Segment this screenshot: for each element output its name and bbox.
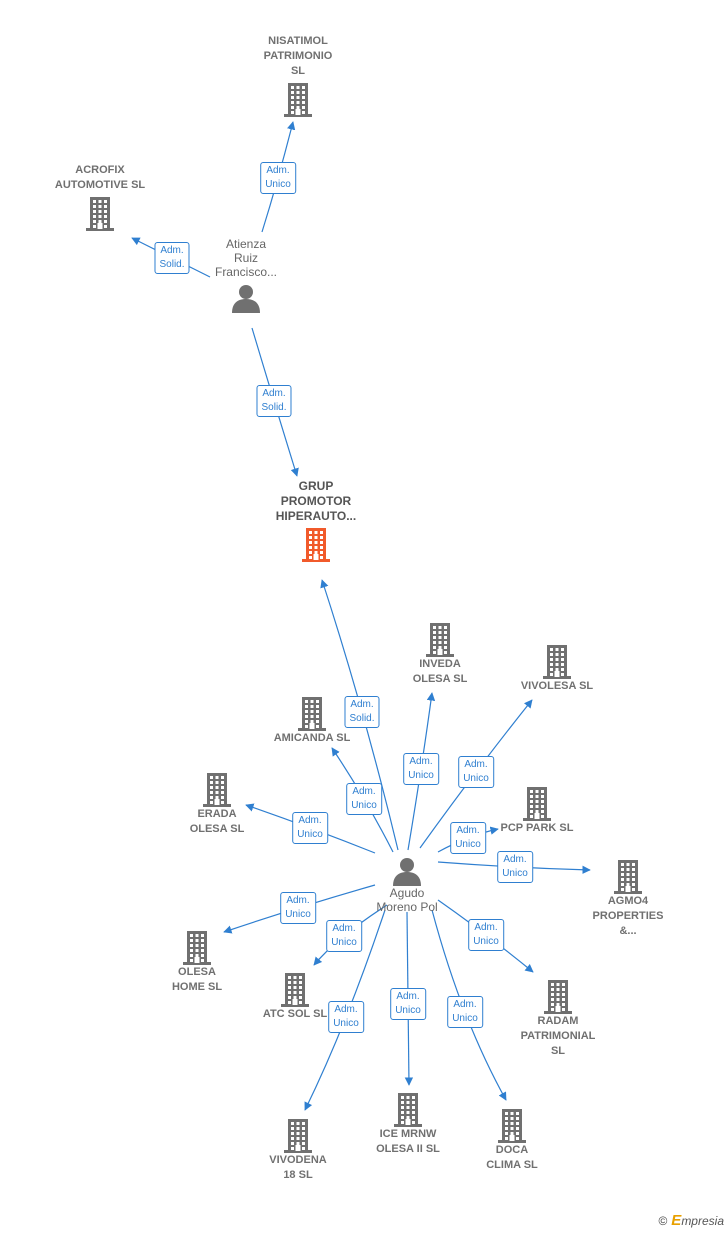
- edge-label-atienza-grup[interactable]: Adm. Solid.: [256, 385, 292, 417]
- building-icon: [498, 1109, 526, 1143]
- building-icon: [203, 773, 231, 807]
- node-label: ACROFIX AUTOMOTIVE SL: [54, 164, 146, 191]
- node-agmo4[interactable]: AGMO4 PROPERTIES &...: [563, 856, 693, 939]
- edge-label-agudo-erada[interactable]: Adm. Unico: [292, 812, 328, 844]
- node-atienza[interactable]: Atienza Ruiz Francisco...: [181, 237, 311, 313]
- node-label: VIVOLESA SL: [520, 680, 594, 692]
- empresia-logo[interactable]: Empresia: [671, 1212, 724, 1229]
- building-icon: [543, 645, 571, 679]
- building-icon: [281, 973, 309, 1007]
- building-icon: [394, 1093, 422, 1127]
- node-label: AGMO4 PROPERTIES &...: [592, 895, 664, 937]
- person-icon: [393, 858, 421, 886]
- edge-label-agudo-olesahome[interactable]: Adm. Unico: [280, 892, 316, 924]
- edge-label-agudo-radam[interactable]: Adm. Unico: [468, 919, 504, 951]
- building-icon: [298, 697, 326, 731]
- node-atcsol[interactable]: ATC SOL SL: [230, 969, 360, 1022]
- node-label: INVEDA OLESA SL: [412, 658, 468, 685]
- brand-initial: E: [671, 1212, 682, 1229]
- node-label: DOCA CLIMA SL: [486, 1144, 538, 1171]
- node-grup[interactable]: GRUP PROMOTOR HIPERAUTO...: [251, 479, 381, 562]
- edge-label-agudo-pcp[interactable]: Adm. Unico: [450, 822, 486, 854]
- node-label: RADAM PATRIMONIAL SL: [520, 1015, 596, 1057]
- node-nisatimol[interactable]: NISATIMOL PATRIMONIO SL: [233, 34, 363, 117]
- node-radam[interactable]: RADAM PATRIMONIAL SL: [493, 976, 623, 1059]
- node-label: NISATIMOL PATRIMONIO SL: [263, 35, 333, 77]
- node-doca[interactable]: DOCA CLIMA SL: [447, 1105, 577, 1173]
- edge-label-agudo-atcsol[interactable]: Adm. Unico: [326, 920, 362, 952]
- node-icemrnw[interactable]: ICE MRNW OLESA II SL: [343, 1089, 473, 1157]
- brand-rest: mpresia: [681, 1214, 724, 1228]
- node-label: GRUP PROMOTOR HIPERAUTO...: [275, 479, 357, 523]
- node-label: ICE MRNW OLESA II SL: [376, 1128, 440, 1155]
- node-label: PCP PARK SL: [500, 822, 574, 834]
- person-icon: [232, 285, 260, 313]
- edge-label-agudo-grup[interactable]: Adm. Solid.: [344, 696, 380, 728]
- edge-label-agudo-inveda[interactable]: Adm. Unico: [403, 753, 439, 785]
- edge-label-agudo-vivodena[interactable]: Adm. Unico: [328, 1001, 364, 1033]
- node-inveda[interactable]: INVEDA OLESA SL: [375, 619, 505, 687]
- edge-label-agudo-amicanda[interactable]: Adm. Unico: [346, 783, 382, 815]
- node-amicanda[interactable]: AMICANDA SL: [247, 693, 377, 746]
- node-label: ERADA OLESA SL: [189, 808, 245, 835]
- node-agudo[interactable]: Agudo Moreno Pol: [342, 852, 472, 914]
- building-icon: [86, 197, 114, 231]
- edge-label-agudo-agmo4[interactable]: Adm. Unico: [497, 851, 533, 883]
- node-erada[interactable]: ERADA OLESA SL: [152, 769, 282, 837]
- building-icon: [523, 787, 551, 821]
- building-icon-highlighted: [302, 528, 330, 562]
- copyright-symbol: ©: [658, 1213, 668, 1228]
- node-label: OLESA HOME SL: [171, 966, 223, 993]
- edge-label-atienza-acrofix[interactable]: Adm. Solid.: [154, 242, 190, 274]
- edge-label-atienza-nisatimol[interactable]: Adm. Unico: [260, 162, 296, 194]
- node-label: ATC SOL SL: [262, 1008, 328, 1020]
- node-label: Agudo Moreno Pol: [376, 886, 438, 914]
- building-icon: [284, 83, 312, 117]
- building-icon: [284, 1119, 312, 1153]
- building-icon: [544, 980, 572, 1014]
- node-acrofix[interactable]: ACROFIX AUTOMOTIVE SL: [35, 163, 165, 231]
- node-pcp[interactable]: PCP PARK SL: [472, 783, 602, 836]
- footer-brand: © Empresia: [658, 1212, 724, 1229]
- node-label: AMICANDA SL: [273, 732, 351, 744]
- node-olesahome[interactable]: OLESA HOME SL: [132, 927, 262, 995]
- node-vivodena[interactable]: VIVODENA 18 SL: [233, 1115, 363, 1183]
- building-icon: [426, 623, 454, 657]
- building-icon: [183, 931, 211, 965]
- edge-label-agudo-icemrnw[interactable]: Adm. Unico: [390, 988, 426, 1020]
- edge-label-agudo-doca[interactable]: Adm. Unico: [447, 996, 483, 1028]
- node-label: Atienza Ruiz Francisco...: [214, 237, 277, 279]
- edge-label-agudo-vivolesa[interactable]: Adm. Unico: [458, 756, 494, 788]
- node-vivolesa[interactable]: VIVOLESA SL: [492, 641, 622, 694]
- building-icon: [614, 860, 642, 894]
- node-label: VIVODENA 18 SL: [269, 1154, 327, 1181]
